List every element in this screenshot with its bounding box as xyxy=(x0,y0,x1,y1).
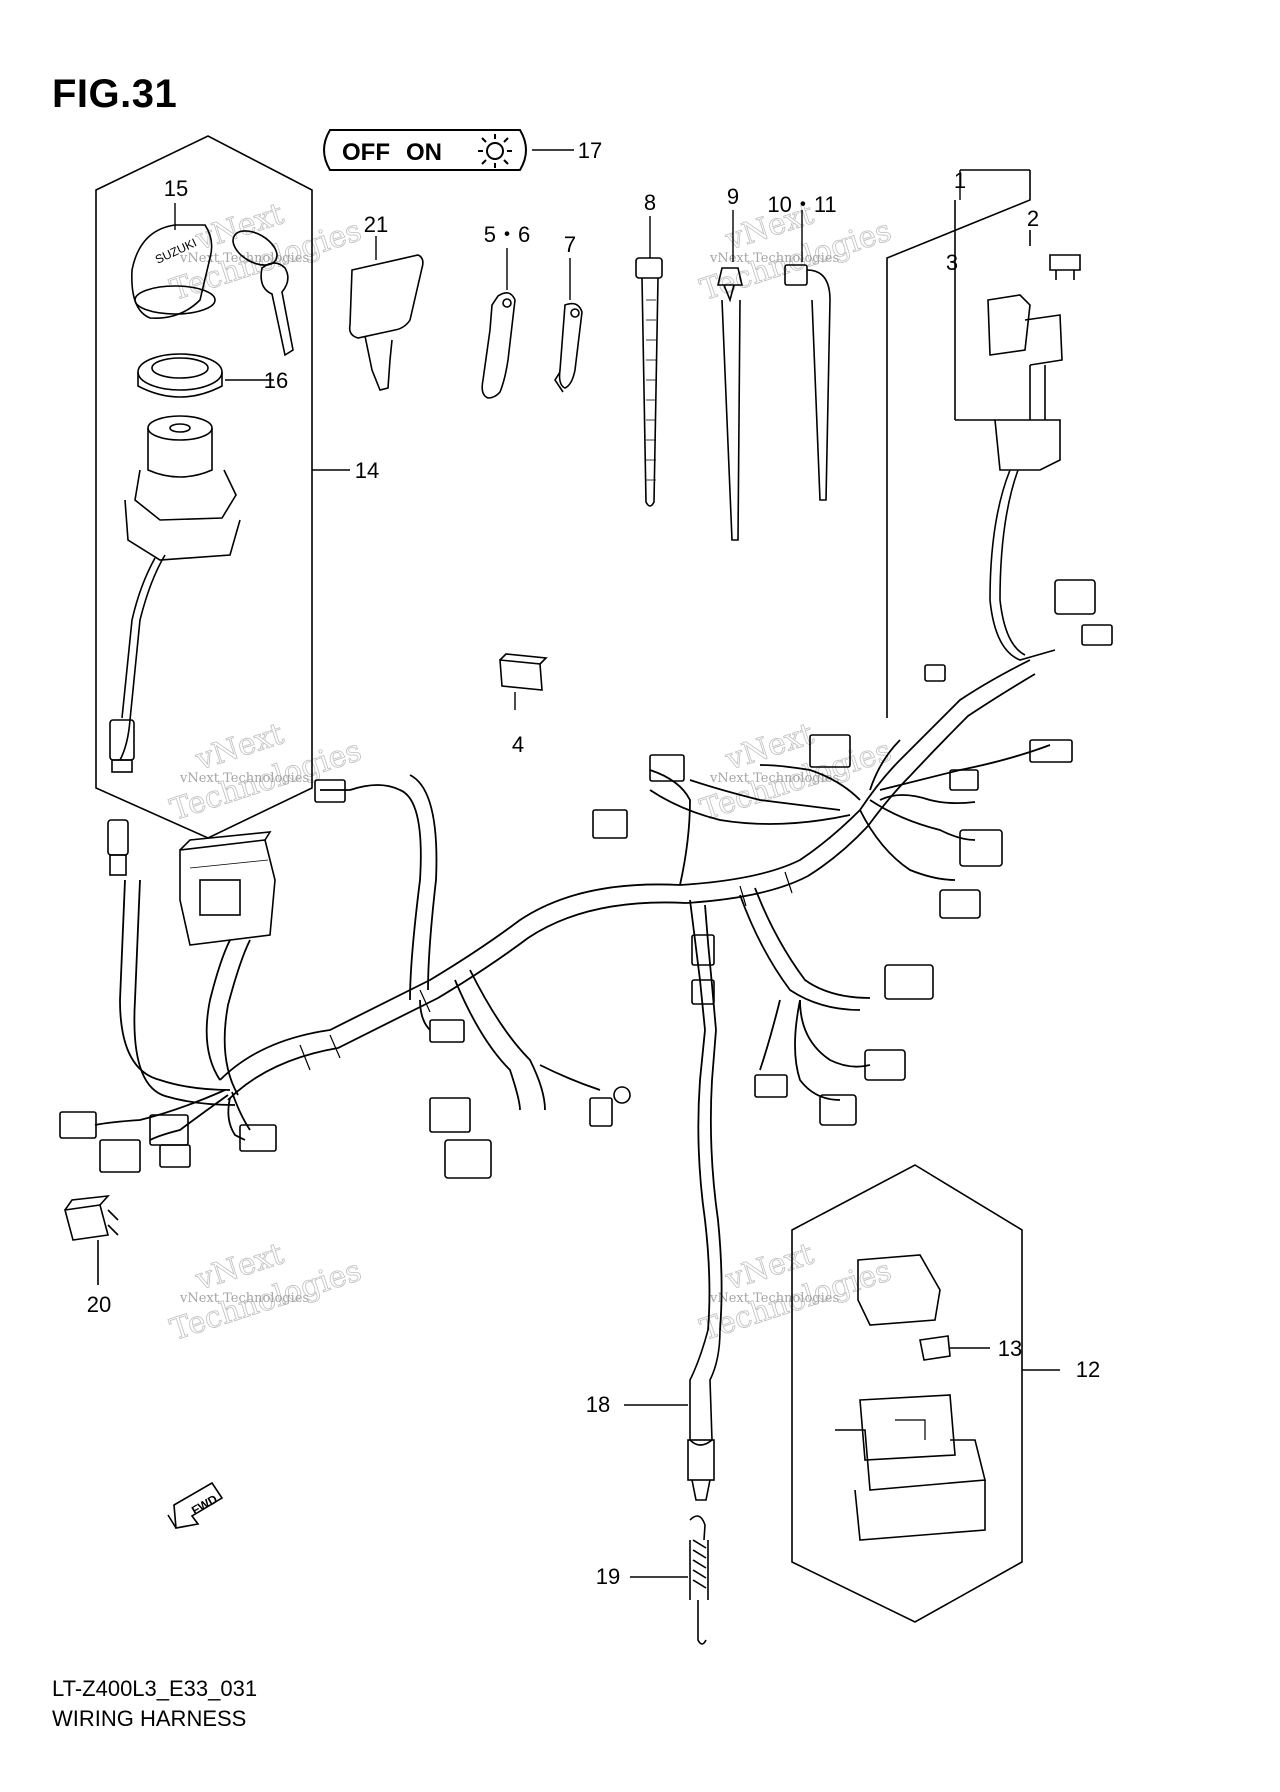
connector xyxy=(444,1139,492,1179)
switch-label-plate: OFF ON xyxy=(323,129,574,171)
connector xyxy=(99,1139,141,1173)
cable-tie-9 xyxy=(716,267,744,541)
callout-3: 3 xyxy=(946,250,958,275)
callout-15: 15 xyxy=(164,176,188,201)
callout-labels: 1 2 3 4 5・6 7 8 9 10・11 12 13 14 15 16 1… xyxy=(87,138,1100,1589)
connector xyxy=(429,1019,465,1043)
connector xyxy=(1029,739,1073,763)
switch-on-label: ON xyxy=(406,139,442,166)
watermark-6: vNext Technologies vNext Technologies xyxy=(696,1236,896,1348)
connector xyxy=(864,1049,906,1081)
spring-19 xyxy=(630,1515,709,1645)
small-part-4 xyxy=(499,653,548,691)
connector xyxy=(819,1094,857,1126)
watermark-3: vNext Technologies vNext Technologies xyxy=(166,716,366,828)
figure-title: FIG.31 xyxy=(52,72,178,116)
svg-text:vNext Technologies: vNext Technologies xyxy=(179,1291,309,1306)
connector xyxy=(959,829,1003,867)
ecu-coupler xyxy=(179,831,276,946)
diagram-name: WIRING HARNESS xyxy=(52,1706,247,1731)
connector xyxy=(1054,579,1096,615)
svg-text:vNext Technologies: vNext Technologies xyxy=(179,771,309,786)
connector xyxy=(314,779,346,803)
callout-10-11: 10・11 xyxy=(767,192,836,217)
ignition-keys xyxy=(232,230,294,357)
clamp-5-6 xyxy=(481,292,516,399)
connector xyxy=(884,964,934,1000)
callout-13: 13 xyxy=(998,1336,1022,1361)
connector xyxy=(809,734,851,768)
callout-7: 7 xyxy=(564,232,576,257)
callout-18: 18 xyxy=(586,1392,610,1417)
callout-20: 20 xyxy=(87,1292,111,1317)
connector xyxy=(1081,624,1113,646)
connector xyxy=(754,1074,788,1098)
relay-group xyxy=(791,1164,1060,1623)
svg-text:vNext Technologies: vNext Technologies xyxy=(709,251,839,266)
callout-12: 12 xyxy=(1076,1357,1100,1382)
diagram-code: LT-Z400L3_E33_031 xyxy=(52,1676,258,1701)
connector xyxy=(691,934,715,966)
connector xyxy=(109,854,127,876)
fwd-arrow: FWD xyxy=(167,1481,224,1529)
cable-tie-8 xyxy=(635,257,663,507)
connector xyxy=(59,1111,97,1139)
light-icon xyxy=(478,134,512,168)
ring-nut xyxy=(137,353,223,398)
callout-8: 8 xyxy=(644,190,656,215)
svg-text:vNext Technologies: vNext Technologies xyxy=(709,1291,839,1306)
ignition-switch-body xyxy=(109,415,241,773)
callout-4: 4 xyxy=(512,732,524,757)
connector xyxy=(924,664,946,682)
svg-text:vNext Technologies: vNext Technologies xyxy=(709,771,839,786)
connector xyxy=(159,1144,191,1168)
callout-17: 17 xyxy=(578,138,602,163)
harness-connectors xyxy=(59,579,1113,1179)
watermark-5: vNext Technologies vNext Technologies xyxy=(166,1236,366,1348)
callout-2: 2 xyxy=(1027,206,1039,231)
connector xyxy=(949,769,979,791)
main-harness xyxy=(94,659,1051,1331)
callout-5-6: 5・6 xyxy=(484,222,530,247)
callout-1: 1 xyxy=(954,168,966,193)
watermark-4: vNext Technologies vNext Technologies xyxy=(696,716,896,828)
connector xyxy=(149,1114,189,1146)
callout-9: 9 xyxy=(727,184,739,209)
callout-19: 19 xyxy=(596,1564,620,1589)
connector xyxy=(649,754,685,782)
connector xyxy=(429,1097,471,1133)
clamp-7 xyxy=(554,302,583,393)
connector xyxy=(589,1097,613,1127)
leader-lines xyxy=(174,169,1030,710)
connector xyxy=(939,889,981,919)
watermark-1: vNext Technologies vNext Technologies xyxy=(166,196,366,308)
connector xyxy=(239,1124,277,1152)
callout-16: 16 xyxy=(264,368,288,393)
ring-terminal xyxy=(613,1086,631,1104)
sensor-18 xyxy=(624,1329,721,1501)
fuse-holder xyxy=(886,170,1081,718)
relay-20 xyxy=(63,1194,119,1285)
connector xyxy=(592,809,628,839)
switch-off-label: OFF xyxy=(342,139,390,166)
connector xyxy=(691,979,715,1005)
connector xyxy=(107,819,129,856)
callout-21: 21 xyxy=(364,212,388,237)
cable-tie-10-11 xyxy=(784,264,831,501)
callout-14: 14 xyxy=(355,458,379,483)
key-blank xyxy=(348,254,424,391)
